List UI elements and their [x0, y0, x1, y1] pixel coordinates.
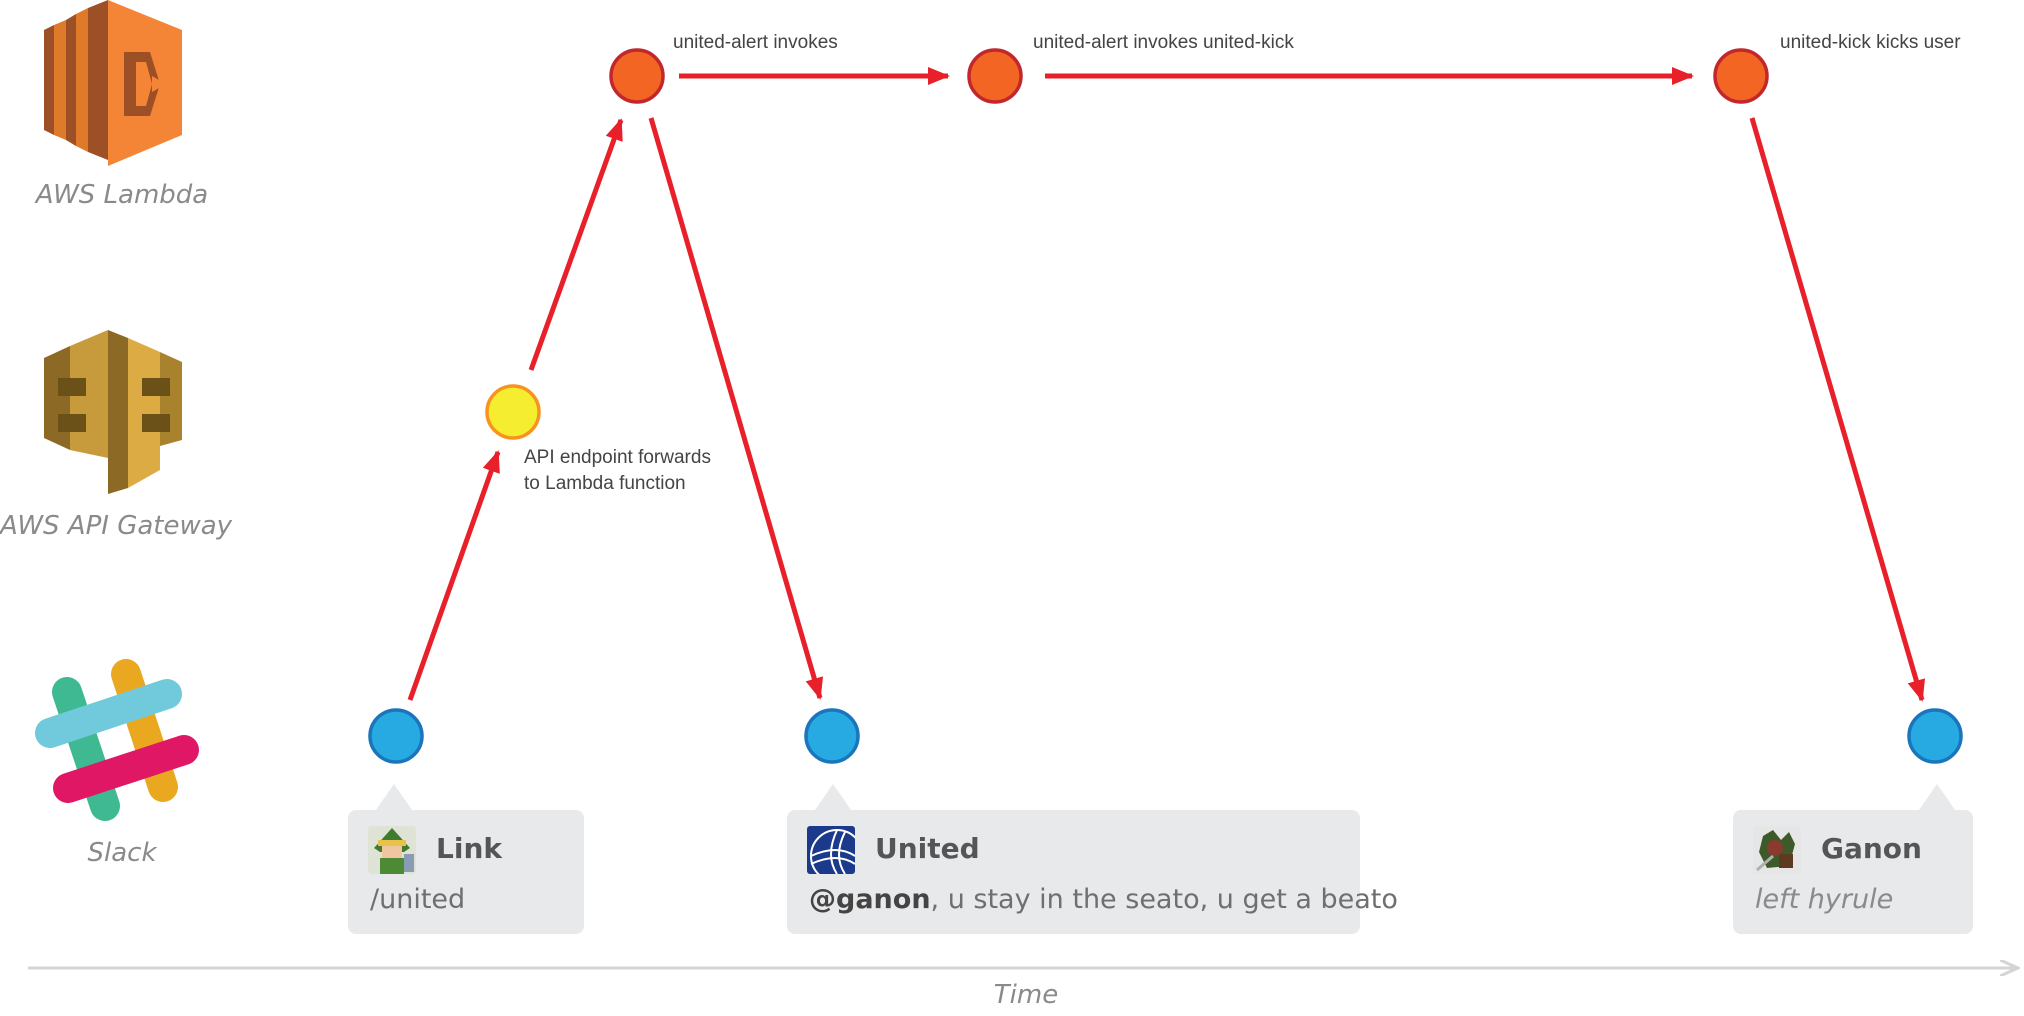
row-label-slack: Slack: [87, 838, 157, 868]
message-text: left hyrule: [1755, 884, 1894, 915]
slack-nodes: [368, 708, 1963, 764]
message-author: United: [875, 832, 980, 865]
row-label-lambda: AWS Lambda: [35, 180, 209, 210]
arrow-lambda-to-united: [648, 117, 824, 700]
gateway-node: [485, 384, 541, 440]
arrows: [407, 67, 1926, 702]
message-ganon: Ganon left hyrule: [1733, 784, 1973, 934]
ganon-avatar: [1753, 826, 1801, 874]
aws-lambda-icon: [44, 0, 182, 166]
time-axis-label: Time: [993, 980, 1059, 1010]
bubble-tip: [1919, 784, 1955, 810]
message-author: Ganon: [1821, 832, 1922, 865]
lambda-node-alert: [609, 48, 665, 104]
gateway-note-line1: API endpoint forwards: [524, 447, 711, 468]
link-avatar: [368, 826, 416, 874]
message-text: @ganon, u stay in the seato, u get a bea…: [809, 884, 1398, 915]
slack-node-united: [804, 708, 860, 764]
mention[interactable]: @ganon: [809, 884, 931, 915]
slack-icon: [35, 659, 199, 821]
slack-node-ganon: [1907, 708, 1963, 764]
note-alert-invokes-kick: united-alert invokes united-kick: [1033, 32, 1294, 53]
message-united: United @ganon, u stay in the seato, u ge…: [787, 784, 1398, 934]
message-author: Link: [436, 832, 502, 865]
arrow-kick-to-ganon: [1749, 117, 1926, 702]
message-link: Link /united: [348, 784, 584, 934]
note-alert-invokes: united-alert invokes: [673, 32, 838, 53]
note-kick-kicks-user: united-kick kicks user: [1780, 32, 1961, 53]
slack-node-link: [368, 708, 424, 764]
row-label-gateway: AWS API Gateway: [0, 511, 233, 541]
arrow-link-to-gateway: [407, 450, 501, 701]
gateway-note: API endpoint forwards to Lambda function: [524, 445, 711, 497]
gateway-note-line2: to Lambda function: [524, 473, 686, 494]
arrow-gateway-to-lambda: [528, 118, 624, 371]
lambda-node-invoke: [967, 48, 1023, 104]
united-avatar: [807, 826, 855, 874]
lambda-node-kick: [1713, 48, 1769, 104]
lambda-nodes: [609, 48, 1769, 104]
bubble-tip: [815, 784, 851, 810]
bubble-tip: [376, 784, 412, 810]
aws-api-gateway-icon: [44, 330, 182, 494]
message-body: , u stay in the seato, u get a beato: [930, 884, 1398, 915]
message-text: /united: [370, 884, 466, 915]
